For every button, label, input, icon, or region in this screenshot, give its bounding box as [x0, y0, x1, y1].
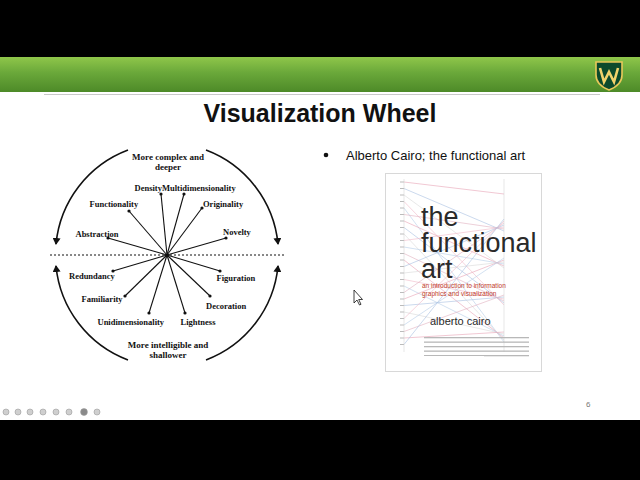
bullet-text: Alberto Cairo; the functional art — [346, 148, 525, 163]
title-rule — [44, 94, 600, 95]
spoke-label: Decoration — [206, 301, 246, 311]
book-title: the functional art — [421, 204, 539, 282]
spoke-label: Familiarity — [82, 294, 123, 304]
spoke-label: Abstraction — [76, 229, 119, 239]
slide-title: Visualization Wheel — [204, 99, 437, 128]
spoke-label: Figuration — [217, 273, 256, 283]
axis-note: More intelligible and shallower — [126, 340, 210, 360]
header-band — [0, 57, 640, 92]
book-author: alberto cairo — [430, 315, 491, 327]
page-number: 6 — [586, 400, 590, 409]
slide: Visualization WheelMore complex and deep… — [0, 57, 640, 420]
university-logo — [594, 59, 624, 91]
spoke-label: Novelty — [223, 227, 251, 237]
book-cover: the functional artan introduction to inf… — [385, 173, 542, 372]
spoke-label: Originality — [203, 199, 243, 209]
spoke-label: Redundancy — [69, 271, 115, 281]
spoke-label: Density — [135, 183, 162, 193]
cover-art — [386, 174, 543, 373]
spoke-label: Functionality — [90, 199, 139, 209]
spoke-label: Unidimensionality — [98, 317, 165, 327]
spoke-label: Lightness — [181, 317, 216, 327]
spoke-label: Multidimensionality — [162, 183, 236, 193]
book-subtitle: an introduction to information graphics … — [422, 282, 526, 298]
axis-note: More complex and deeper — [132, 152, 204, 172]
